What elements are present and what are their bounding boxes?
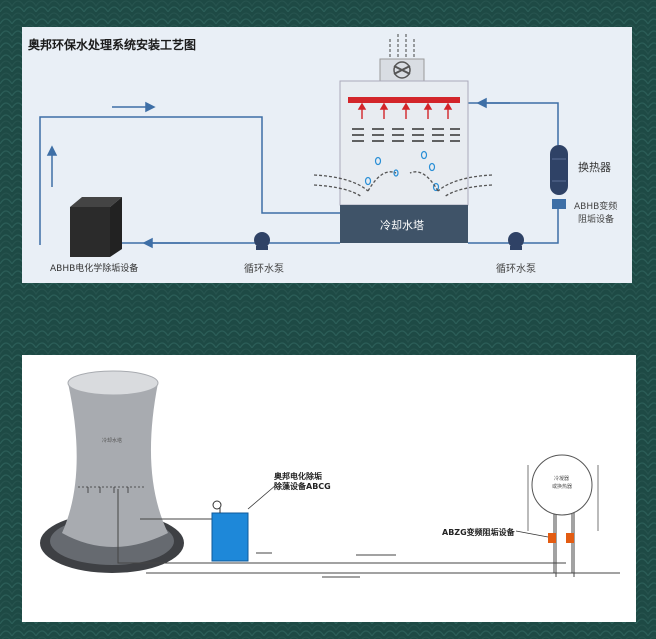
process-diagram: [39, 33, 568, 257]
abhb-chemical-device: [70, 197, 122, 257]
bottom-cooling-tower-label: 冷却水塔: [102, 438, 123, 444]
hyperbolic-cooling-tower: [40, 370, 184, 573]
abzg-inverter-label: ABZG变频阻垢设备: [442, 528, 515, 537]
cooling-tower-label: 冷却水塔: [380, 219, 424, 232]
heat-exchanger-label: 换热器: [578, 161, 611, 174]
abcg-device-label-line2: 除藻设备ABCG: [274, 482, 331, 491]
cooling-tower: [313, 33, 493, 243]
diagram-title: 奥邦环保水处理系统安装工艺图: [28, 38, 197, 52]
condenser-label-line1: 冷凝器: [554, 476, 570, 482]
installation-diagram: [40, 370, 620, 578]
condenser: [527, 454, 599, 531]
abhb-inverter-label-line2: 阻垢设备: [578, 215, 615, 225]
abhb-inverter-label-line1: ABHB变频: [574, 202, 618, 212]
circulation-pump-left: [254, 232, 270, 250]
condenser-label-line2: 或换热器: [552, 484, 573, 490]
process-diagram-panel: 奥邦环保水处理系统安装工艺图 冷却水塔 换热器 ABHB变频 阻垢设备 ABHB…: [22, 27, 632, 283]
abcg-device: [211, 484, 277, 562]
abcg-device-label-line1: 奥邦电化除垢: [274, 472, 322, 481]
pump-right-label: 循环水泵: [496, 264, 536, 275]
abzg-inverter-units: [515, 530, 574, 543]
abhb-chemical-label: ABHB电化学除垢设备: [50, 264, 139, 274]
circulation-pump-right: [508, 232, 524, 250]
flow-arrows: [46, 97, 510, 249]
heat-exchanger: [550, 145, 568, 209]
pump-left-label: 循环水泵: [244, 264, 284, 275]
installation-diagram-panel: 冷却水塔 奥邦电化除垢 除藻设备ABCG ABZG变频阻垢设备 冷凝器 或换热器: [22, 355, 636, 622]
